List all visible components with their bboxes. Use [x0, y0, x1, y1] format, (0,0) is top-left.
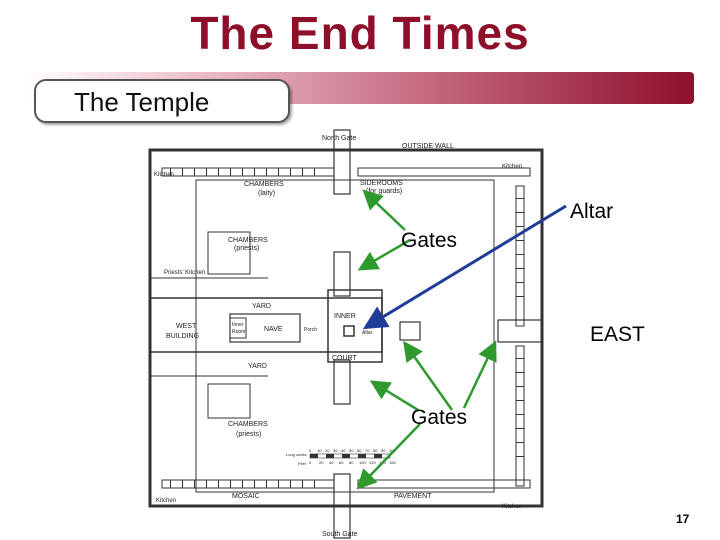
green-arrow-north-gate [362, 189, 406, 231]
altar-label: Altar [570, 200, 614, 223]
scale-tick-label: 70 [365, 448, 370, 453]
outside-wall-label: OUTSIDE WALL [402, 143, 454, 150]
subtitle-tab: The Temple [34, 79, 290, 123]
green-arrow-north-inner-gate [357, 238, 411, 271]
scale-tick-label: 10 [317, 448, 322, 453]
chambers-laity-label: CHAMBERS [244, 181, 284, 188]
scale-tick-label: 0 [309, 460, 312, 465]
scale-cubits-label: Long cubits [286, 452, 306, 457]
blue-arrow-altar [362, 204, 567, 330]
altar-small-label: Altar [362, 330, 373, 336]
scale-tick-label: 40 [341, 448, 346, 453]
priests-s-label: (priests) [236, 431, 261, 438]
scale-feet-label: Feet [298, 461, 307, 466]
scale-tick-label: 80 [373, 448, 378, 453]
yard-s-label: YARD [248, 363, 267, 370]
north-chambers-block [207, 231, 251, 275]
pavement-label: PAVEMENT [394, 493, 432, 500]
porch-label: Porch [304, 327, 317, 333]
priests-n-label: (priests) [234, 245, 259, 252]
page-title: The End Times [190, 7, 530, 59]
for-guards-label: (for guards) [366, 188, 402, 195]
outer-court-edge [195, 179, 495, 493]
scale-tick-label: 20 [325, 448, 330, 453]
scale-tick-label: 120 [369, 460, 376, 465]
subtitle: The Temple [74, 87, 210, 117]
laity-label: (laity) [258, 190, 275, 197]
court-label: COURT [332, 355, 357, 362]
scale-tick-label: 80 [349, 460, 354, 465]
east-siderooms [515, 185, 525, 487]
yard-n-label: YARD [252, 303, 271, 310]
page-number: 17 [676, 512, 690, 526]
west-building-label-1: WEST [176, 323, 197, 330]
mosaic-label: MOSAIC [232, 493, 260, 500]
green-arrow-south-inner-gate [369, 380, 419, 412]
inner-label: INNER [334, 313, 356, 320]
siderooms-label: SIDEROOMS [360, 180, 403, 187]
chambers-priests-s-label: CHAMBERS [228, 421, 268, 428]
scale-tick-label: 90 [381, 448, 386, 453]
kitchen-ne-label: Kitchen [502, 164, 522, 170]
south-gate-label: South Gate [322, 531, 358, 538]
kitchen-nw-label: Kitchen [154, 172, 174, 178]
inner-room-label-2: Room [232, 329, 245, 335]
inner-room-label-1: Inner [232, 322, 244, 328]
gatehouses [333, 129, 543, 539]
scale-tick-label: 50 [349, 448, 354, 453]
chambers-priests-n-label: CHAMBERS [228, 237, 268, 244]
altar-square [343, 325, 355, 337]
temple-floor-plan: North Gate OUTSIDE WALL Kitchen Kitchen … [148, 129, 544, 539]
scale-tick-label: 30 [333, 448, 338, 453]
kitchen-sw-label: Kitchen [156, 498, 176, 504]
north-gate-label: North Gate [322, 135, 356, 142]
gates-label-top: Gates [401, 229, 458, 252]
west-building-label-2: BUILDING [166, 333, 199, 340]
priests-kitchen-label: Priests' Kitchen [164, 270, 205, 276]
kitchen-se-label: Kitchen [502, 504, 522, 510]
scale-tick-label: 160 [389, 460, 396, 465]
gates-label-bottom: Gates [411, 406, 468, 429]
south-chambers-block [207, 383, 251, 419]
scale-tick-label: 100 [359, 460, 366, 465]
scale-tick-label: 20 [319, 460, 324, 465]
green-arrow-south-gate [356, 423, 421, 490]
nave-label: NAVE [264, 326, 283, 333]
green-arrow-east-gate [462, 340, 497, 409]
scale-tick-label: 60 [339, 460, 344, 465]
inner-room [229, 317, 247, 339]
east-label: EAST [590, 323, 645, 346]
scale-tick-label: 60 [357, 448, 362, 453]
scale-tick-label: 40 [329, 460, 334, 465]
scale-tick-label: 0 [309, 448, 312, 453]
green-arrow-east-inner-gate [403, 340, 454, 411]
